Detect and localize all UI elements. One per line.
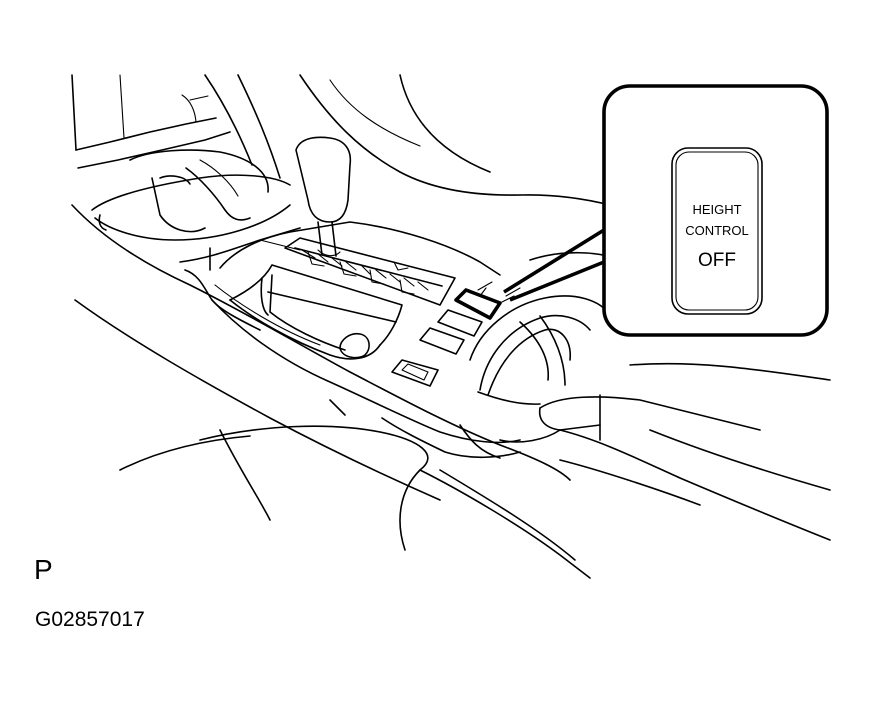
console-switches bbox=[391, 281, 521, 387]
callout-box: HEIGHT CONTROL OFF bbox=[602, 84, 829, 337]
cup-holder-area bbox=[91, 149, 291, 241]
front-seats bbox=[119, 399, 831, 579]
figure-id-label: G02857017 bbox=[35, 608, 145, 631]
armrest bbox=[499, 362, 831, 541]
height-control-label-line2: CONTROL bbox=[685, 223, 749, 238]
armrest-front bbox=[469, 251, 626, 405]
callout-leader bbox=[503, 228, 605, 302]
shift-lever bbox=[295, 136, 352, 257]
shift-gate-bezel bbox=[219, 221, 501, 306]
height-control-label-line3: OFF bbox=[698, 250, 736, 271]
height-control-label-line1: HEIGHT bbox=[692, 202, 741, 217]
console-lower-trim bbox=[211, 299, 521, 459]
view-letter-label: P bbox=[34, 554, 53, 585]
console-pocket bbox=[214, 264, 403, 360]
dashboard-left-panel bbox=[71, 74, 281, 179]
